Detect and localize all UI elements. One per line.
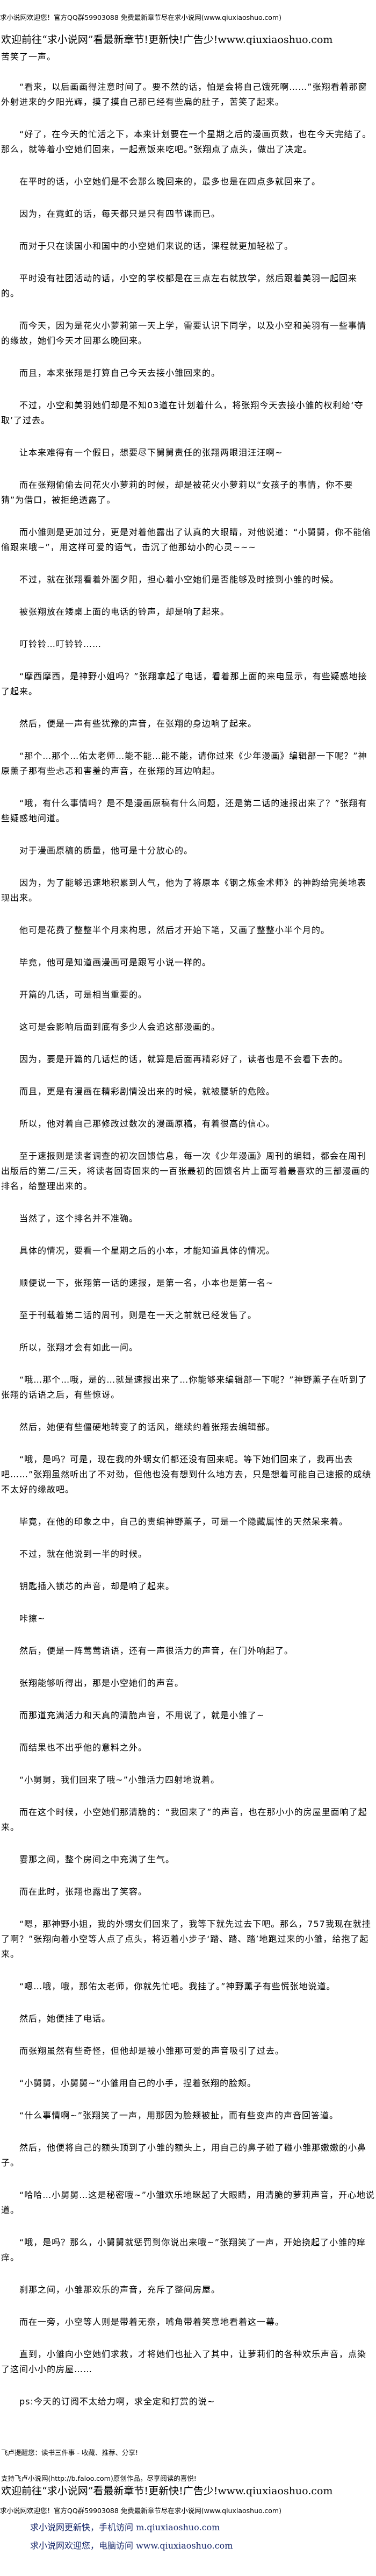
chapter-lead: 苦笑了一声。 (1, 52, 56, 62)
paragraph: 对于漫画原稿的质量，他可是十分放心的。 (19, 845, 193, 856)
paragraph: 钥匙插入锁芯的声音，却是响了起来。 (19, 1581, 175, 1591)
paragraph: 而在张翔偷偷去问花火小萝莉的时候，却是被花火小萝莉以“女孩子的事情，你不要猜”为… (1, 480, 353, 505)
paragraph: 当然了，这个排名并不准确。 (19, 1213, 139, 1223)
paragraph: 而那道充满活力和天真的清脆声音，不用说了，就是小雏了~ (19, 1710, 265, 1720)
paragraph: “嗯…哦，哦，那佑太老师，你就先忙吧。我挂了。”神野薰子有些慌张地说道。 (19, 1981, 336, 1991)
paragraph: “什么事情啊~”张翔笑了一声，用那因为脸颊被扯，而有些变声的声音回答道。 (19, 2110, 338, 2120)
paragraph: “哦…那个…哦，是的…就是速报出来了…你能够来编辑部一下呢？”神野薰子在听到了张… (1, 1375, 367, 1400)
paragraph: 而在此时，张翔也露出了笑容。 (19, 1887, 148, 1897)
paragraph: 因为，要是开篇的几话烂的话，就算是后面再精彩好了，读者也是不会看下去的。 (19, 1054, 349, 1064)
desktop-site-link[interactable]: 求小说网欢迎您，电脑访问 www.qiuxiaoshuo.com (30, 2541, 233, 2551)
paragraph: “小舅舅，我们回来了哦~”小雏活力四射地说着。 (19, 1775, 220, 1785)
paragraph: 所以，张翔才会有如此一问。 (19, 1342, 139, 1353)
paragraph: 不过，小空和美羽她们却是不知03道在计划着什么，将张翔今天去接小雏的权利给‘夺取… (1, 400, 364, 425)
paragraph: 被张翔放在矮桌上面的电话的铃声，却是响了起来。 (19, 607, 230, 617)
mobile-site-link[interactable]: 求小说网更新快，手机访问 m.qiuxiaoshuo.com (30, 2522, 220, 2532)
paragraph: 顺便说一下，张翔第一话的速报，是第一名，小本也是第一名~ (19, 1278, 274, 1288)
paragraph: 而在这个时候，小空她们那清脆的：“我回来了”的声音，也在那小小的房屋里面响了起来… (1, 1807, 367, 1832)
paragraph: ps:今天的订阅不太给力啊，求全定和打赏的说~ (19, 2396, 215, 2407)
faloo-reminder: 飞卢提醒您：读书三件事 - 收藏、推荐、分享! (1, 2449, 138, 2457)
paragraph: 而张翔虽然有些奇怪，但他却是被小雏那可爱的声音吸引了过去。 (19, 2046, 285, 2056)
paragraph: 毕竟，在他的印象之中，自己的责编神野薰子，可是一个隐藏属性的天然呆来着。 (19, 1517, 349, 1527)
paragraph: “哈哈…小舅舅…这是秘密哦~”小雏欢乐地眯起了大眼睛，用清脆的萝莉声音，开心地说… (1, 2190, 375, 2215)
paragraph: “看来，以后画画得注意时间了。要不然的话，怕是会将自己饿死啊……”张翔看着那窗外… (1, 82, 367, 107)
paragraph: 而且，更是有漫画在精彩剧情没出来的时候，就被腰斩的危险。 (19, 1086, 276, 1097)
paragraph: “摩西摩西，是神野小姐吗？”张翔拿起了电话，看着那上面的来电显示，有些疑惑地接了… (1, 671, 367, 696)
paragraph: 然后，便是一声有些犹豫的声音，在张翔的身边响了起来。 (19, 718, 257, 729)
paragraph: “好了，在今天的忙活之下，本来计划要在一个星期之后的漫画页数，也在今天完结了。那… (1, 129, 372, 154)
paragraph: 而在一旁，小空等人则是带着无奈，嘴角带着笑意地看着这一幕。 (19, 2317, 285, 2327)
paragraph: “哦，是吗？那么，小舅舅就惩罚到你说出来哦~”张翔笑了一声，开始挠起了小雏的痒痒… (1, 2237, 366, 2262)
paragraph: 霎那之间，整个房间之中充满了生气。 (19, 1854, 175, 1865)
paragraph: 他可是花费了整整半个月来构思，然后才开始下笔，又画了整整小半个月的。 (19, 925, 330, 935)
paragraph: 不过，就在张翔看着外面夕阳，担心着小空她们是否能够及时接到小雏的时候。 (19, 574, 339, 585)
paragraph: 而对于只在读国小和国中的小空她们来说的话，课程就更加轻松了。 (19, 241, 294, 251)
faloo-support-link[interactable]: 支持飞卢小说网(http://b.faloo.com)原创作品，尽享阅读的喜悦! (1, 2474, 197, 2482)
chapter-body: 苦笑了一声。 “看来，以后画画得注意时间了。要不然的话，怕是会将自己饿死啊……”… (1, 49, 375, 2426)
paragraph: “哦，是吗？可是，现在我的外甥女们都还没有回来呢。等下她们回来了，我再出去吧……… (1, 1454, 372, 1495)
paragraph: 毕竟，他可是知道画漫画可是跟写小说一样的。 (19, 957, 212, 967)
site-notice: 求小说网欢迎您！官方QQ群59903088 免费最新章节尽在求小说网(www.q… (0, 13, 281, 22)
paragraph: 因为，在霓虹的话，每天都只是只有四节课而已。 (19, 209, 221, 219)
paragraph: 因为，为了能够迅速地积累到人气，他为了将原本《钢之炼金术师》的神韵给完美地表现出… (1, 878, 367, 903)
paragraph: “哦，有什么事情吗？是不是漫画原稿有什么问题，还是第二话的速报出来了？”张翔有些… (1, 798, 367, 823)
paragraph: 刹那之间，小雏那欢乐的声音，充斥了整间房屋。 (19, 2285, 221, 2295)
paragraph: 在平时的话，小空她们是不会那么晚回来的，最多也是在四点多就回来了。 (19, 176, 321, 187)
paragraph: 然后，她便有些僵硬地转变了的话风，继续约着张翔去编辑部。 (19, 1422, 276, 1432)
paragraph: 平时没有社团活动的话，小空的学校都是在三点左右就放学，然后跟着美羽一起回来的。 (1, 273, 358, 298)
paragraph: 然后，她便挂了电话。 (19, 2013, 111, 2024)
paragraph: 然后，他便将自己的额头顶到了小雏的额头上，用自己的鼻子碰了碰小雏那嫩嫩的小鼻子。 (1, 2143, 367, 2168)
paragraph: 至于速报则是读者调查的初次回馈信息，每一次《少年漫画》周刊的编辑，都会在周刊出版… (1, 1151, 370, 1191)
paragraph: 这可是会影响后面到底有多少人会追这部漫画的。 (19, 1022, 221, 1032)
paragraph: “那个…那个…佑太老师…能不能…能不能，请你过来《少年漫画》编辑部一下呢？”神原… (1, 751, 367, 776)
footer-banner: 欢迎前往“求小说网”看最新章节!更新快!广告少!www.qiuxiaoshuo.… (1, 2485, 333, 2497)
paragraph: 而小雏则是更加过分，更是对着他露出了认真的大眼睛，对他说道：“小舅舅，你不能偷偷… (1, 527, 372, 552)
footer-notice: 求小说网欢迎您！官方QQ群59903088 免费最新章节尽在求小说网(www.q… (0, 2507, 281, 2515)
paragraph: 让本来难得有一个假日，想要尽下舅舅责任的张翔两眼泪汪汪啊~ (19, 447, 283, 458)
site-banner: 欢迎前往“求小说网”看最新章节!更新快!广告少!www.qiuxiaoshuo.… (1, 34, 333, 46)
paragraph: 直到，小雏向小空她们求救，才将她们也扯入了其中，让萝莉们的各种欢乐声音，点染了这… (1, 2349, 367, 2374)
paragraph: 张翔能够听得出，那是小空她们的声音。 (19, 1678, 184, 1688)
paragraph: “嗯，那神野小姐，我的外甥女们回来了，我等下就先过去下吧。那么，757我现在就挂… (1, 1919, 371, 1959)
paragraph: 不过，就在他说到一半的时候。 (19, 1549, 148, 1559)
page-footer: 飞卢提醒您：读书三件事 - 收藏、推荐、分享! 支持飞卢小说网(http://b… (0, 2448, 376, 2558)
paragraph: 至于刊载着第二话的周刊，则是在一天之前就已经发售了。 (19, 1310, 257, 1320)
paragraph: 而结果也不出乎他的意料之外。 (19, 1742, 148, 1753)
paragraph: 所以，他对着自己那修改过数次的漫画原稿，有着很高的信心。 (19, 1119, 276, 1129)
paragraph: “小舅舅，小舅舅~”小雏用自己的小手，捏着张翔的脸颊。 (19, 2078, 256, 2088)
paragraph: 而今天，因为是花火小萝莉第一天上学，需要认识下同学，以及小空和美羽有一些事情的缘… (1, 321, 367, 346)
paragraph: 而且，本来张翔是打算自己今天去接小雏回来的。 (19, 368, 221, 378)
paragraph: 叮铃铃…叮铃铃…… (19, 639, 102, 649)
paragraph: 开篇的几话，可是相当重要的。 (19, 990, 148, 1000)
paragraph: 咔擦~ (19, 1613, 46, 1624)
paragraph: 具体的情况，要看一个星期之后的小本，才能知道具体的情况。 (19, 1246, 276, 1256)
paragraph: 然后，便是一阵莺莺语语，还有一声很活力的声音，在门外响起了。 (19, 1646, 294, 1656)
